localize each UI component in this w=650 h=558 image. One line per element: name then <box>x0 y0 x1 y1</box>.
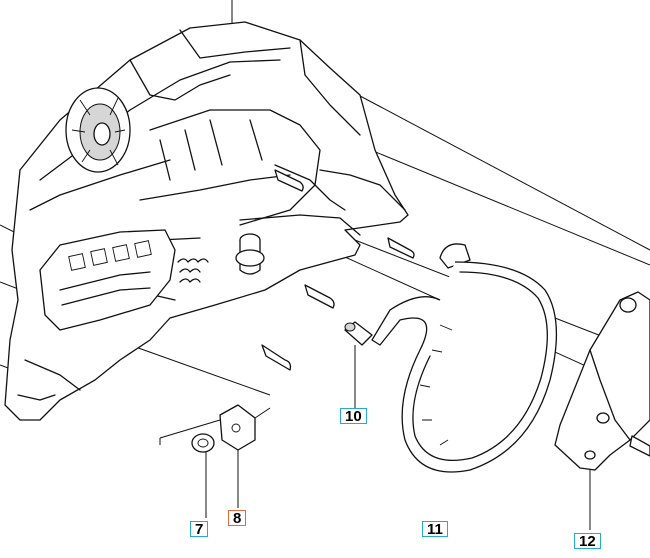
shaft <box>235 233 265 275</box>
part-7-washer <box>191 433 215 518</box>
sprocket-wheel <box>65 87 131 173</box>
pins <box>261 169 415 371</box>
clutch-cover-housing <box>4 21 409 421</box>
part-10-pin <box>344 321 373 408</box>
callout-8[interactable]: 8 <box>228 510 247 527</box>
part-12-bracket <box>554 291 650 530</box>
callout-10[interactable]: 10 <box>340 408 367 425</box>
part-8-block <box>159 404 271 508</box>
callout-11[interactable]: 11 <box>422 521 448 538</box>
part-11-brake-band <box>371 243 558 473</box>
callout-7[interactable]: 7 <box>190 521 209 538</box>
callout-12[interactable]: 12 <box>574 533 601 550</box>
tension-spring <box>177 258 209 283</box>
